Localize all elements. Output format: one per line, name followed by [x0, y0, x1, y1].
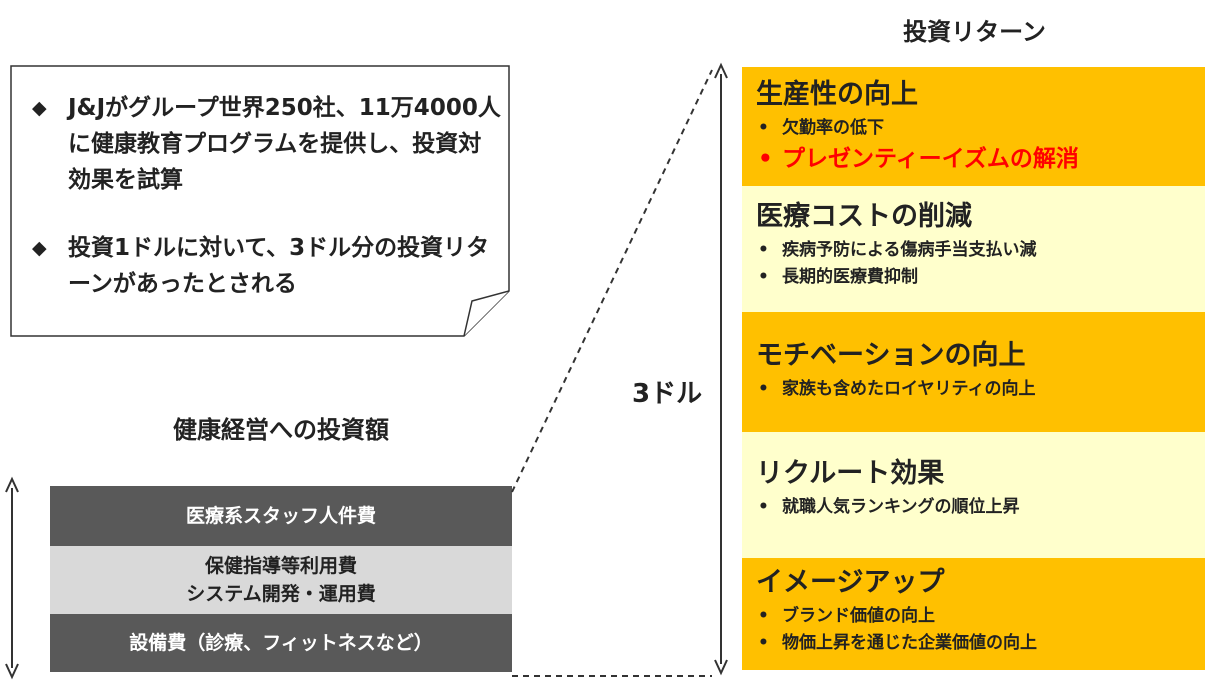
return-title: 投資リターン	[903, 18, 1046, 46]
bullet-text: 家族も含めたロイヤリティの向上	[782, 379, 1036, 399]
cost-staff-label: 医療系スタッフ人件費	[185, 505, 376, 527]
bullet-text: 疾病予防による傷病手当支払い減	[782, 240, 1037, 260]
bullet-text: 就職人気ランキングの順位上昇	[782, 497, 1020, 517]
bullet-item: •疾病予防による傷病手当支払い減	[756, 237, 1205, 264]
return-motivation: モチベーションの向上 •家族も含めたロイヤリティの向上	[742, 312, 1205, 432]
bullet-item: •欠勤率の低下	[756, 115, 1205, 142]
return-double-arrow-icon	[714, 62, 728, 676]
cost-guidance: 保健指導等利用費 システム開発・運用費	[50, 546, 512, 614]
bullet-text: ブランド価値の向上	[782, 606, 935, 626]
return-productivity-heading: 生産性の向上	[756, 79, 918, 110]
note-bullet-2-text: 投資1ドルに対いて、3ドル分の投資リターンがあったとされる	[68, 235, 490, 297]
bullet-text: 長期的医療費抑制	[782, 267, 918, 287]
cost-equipment-label: 設備費（診療、フィットネスなど）	[129, 632, 433, 654]
bullet-text: 欠勤率の低下	[782, 118, 884, 138]
bullet-item-highlight: •プレゼンティーイズムの解消	[756, 142, 1205, 176]
return-productivity: 生産性の向上 •欠勤率の低下 •プレゼンティーイズムの解消	[742, 67, 1205, 186]
note-bullet-2: ◆ 投資1ドルに対いて、3ドル分の投資リターンがあったとされる	[32, 230, 502, 302]
return-image-heading: イメージアップ	[756, 567, 945, 598]
return-image: イメージアップ •ブランド価値の向上 •物価上昇を通じた企業価値の向上	[742, 558, 1205, 670]
cost-staff: 医療系スタッフ人件費	[50, 486, 512, 546]
return-recruit-heading: リクルート効果	[756, 458, 945, 489]
bullet-item: •長期的医療費抑制	[756, 264, 1205, 291]
note-bullet-1-text: J&Jがグループ世界250社、11万4000人に健康教育プログラムを提供し、投資…	[68, 95, 501, 193]
return-recruit: リクルート効果 •就職人気ランキングの順位上昇	[742, 432, 1205, 558]
highlight-text: プレゼンティーイズムの解消	[782, 146, 1079, 172]
bullet-item: •就職人気ランキングの順位上昇	[756, 494, 1205, 521]
investment-double-arrow-icon	[5, 476, 19, 680]
note-frame	[10, 65, 510, 337]
cost-guidance-label: 保健指導等利用費 システム開発・運用費	[186, 555, 376, 605]
return-medical-cost: 医療コストの削減 •疾病予防による傷病手当支払い減 •長期的医療費抑制	[742, 186, 1205, 312]
dashed-connector-top	[511, 69, 713, 493]
return-medical-cost-heading: 医療コストの削減	[756, 201, 972, 232]
bullet-item: •物価上昇を通じた企業価値の向上	[756, 630, 1205, 657]
note-bullet-1: ◆ J&Jがグループ世界250社、11万4000人に健康教育プログラムを提供し、…	[32, 90, 502, 198]
return-motivation-heading: モチベーションの向上	[756, 340, 1026, 371]
diamond-icon: ◆	[32, 237, 47, 259]
bullet-item: •ブランド価値の向上	[756, 603, 1205, 630]
investment-title: 健康経営への投資額	[173, 416, 389, 444]
bullet-text: 物価上昇を通じた企業価値の向上	[782, 633, 1037, 653]
summary-note: ◆ J&Jがグループ世界250社、11万4000人に健康教育プログラムを提供し、…	[10, 65, 510, 337]
cost-equipment: 設備費（診療、フィットネスなど）	[50, 614, 512, 672]
multiplier-label: 3ドル	[632, 379, 703, 409]
bullet-item: •家族も含めたロイヤリティの向上	[756, 376, 1205, 403]
diamond-icon: ◆	[32, 97, 47, 119]
